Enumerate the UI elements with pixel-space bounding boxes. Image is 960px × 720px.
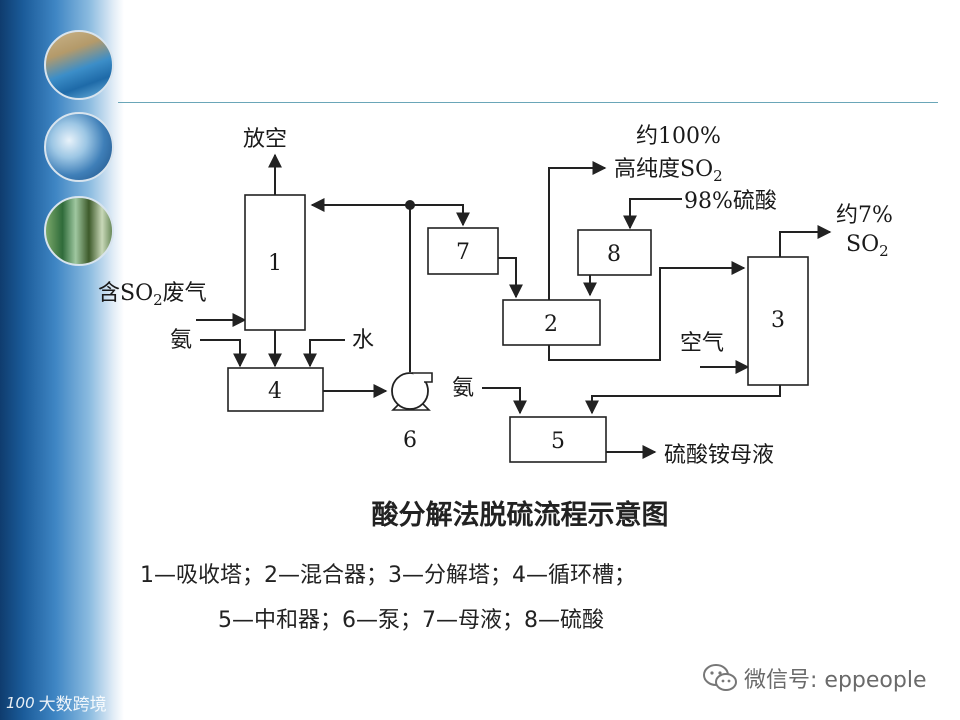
mixer-to-decomposer-line — [548, 261, 746, 361]
water-label: 水 — [352, 328, 374, 353]
unit-4-number: 4 — [268, 379, 282, 404]
circulation-tank-box — [227, 367, 324, 412]
decomposer-to-neutralizer-line — [585, 385, 781, 415]
sulfuric-98-label: 98%硫酸 — [684, 189, 777, 214]
legend-line-1: 1—吸收塔；2—混合器；3—分解塔；4—循环槽； — [140, 563, 636, 588]
ammonia-right-label: 氨 — [452, 376, 474, 401]
pipes-thumbnail — [44, 112, 114, 182]
unit-5-number: 5 — [551, 429, 565, 454]
ammonia-left-label: 氨 — [170, 328, 192, 353]
high-so2-line — [548, 161, 607, 300]
acid-98-line — [623, 198, 682, 230]
neutralizer-box — [509, 416, 607, 463]
sulfuric-acid-box — [577, 229, 652, 276]
junction-dot — [405, 200, 415, 210]
unit-3-number: 3 — [771, 308, 785, 333]
air-label: 空气 — [680, 331, 724, 356]
flow-lines — [196, 153, 832, 459]
brand-watermark: 100 大数跨境 — [6, 690, 107, 716]
product-label: 硫酸铵母液 — [664, 443, 774, 468]
brand-text: 大数跨境 — [38, 695, 107, 715]
wechat-watermark: 微信号: eppeople — [702, 662, 926, 694]
unit-2-number: 2 — [544, 312, 558, 337]
wechat-icon — [703, 664, 737, 691]
liquor-to-mixer-line — [498, 257, 523, 299]
bottles-thumbnail — [44, 196, 114, 266]
high-purity-so2-line2: 高纯度SO2 — [614, 157, 723, 185]
wechat-id-text: 微信号: eppeople — [744, 668, 927, 693]
ammonia-to-tank-line — [200, 339, 247, 368]
unit-1-number: 1 — [268, 251, 282, 276]
low-so2-line — [779, 225, 832, 257]
high-purity-so2-line1: 约100% — [636, 124, 721, 149]
absorber-box — [244, 194, 306, 331]
unit-7-number: 7 — [456, 240, 470, 265]
flue-gas-label: 含SO2废气 — [98, 281, 207, 309]
low-so2-line2: SO2 — [846, 232, 889, 260]
water-line — [303, 339, 345, 368]
mixer-box — [502, 299, 601, 346]
mother-liquor-box — [427, 227, 499, 275]
unit-6-number: 6 — [403, 428, 417, 453]
legend-line-2: 5—中和器；6—泵；7—母液；8—硫酸 — [218, 608, 604, 633]
pump-icon — [391, 372, 433, 411]
diagram-title: 酸分解法脱硫流程示意图 — [372, 499, 669, 531]
brand-logo-text: 100 — [6, 693, 35, 712]
low-so2-line1: 约7% — [836, 203, 893, 228]
unit-8-number: 8 — [607, 242, 621, 267]
vent-label: 放空 — [243, 127, 287, 152]
decomposer-box — [747, 256, 809, 386]
header-divider — [118, 102, 938, 103]
water-pipe-thumbnail — [44, 30, 114, 100]
ammonia-to-neutralizer-line — [482, 387, 527, 415]
to-liquor-line — [410, 204, 470, 227]
